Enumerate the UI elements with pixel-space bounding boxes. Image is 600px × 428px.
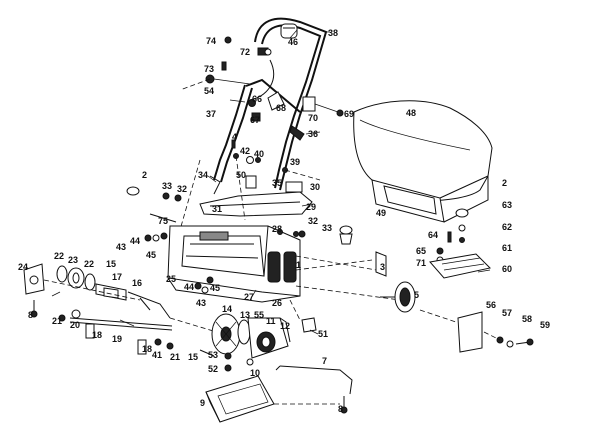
label-8b: 8 [338,404,343,414]
label-66: 66 [252,94,262,104]
label-74: 74 [206,36,216,46]
label-67: 67 [250,115,260,125]
label-29: 29 [306,202,316,212]
label-59: 59 [540,320,550,330]
label-37: 37 [206,109,216,119]
label-13: 13 [240,310,250,320]
label-34: 34 [198,170,208,180]
right-side-parts [375,208,534,353]
label-44a: 44 [130,236,140,246]
label-45a: 45 [146,250,156,260]
label-22a: 22 [54,251,64,261]
label-30: 30 [310,182,320,192]
callout-labels: 74 46 38 72 73 54 66 68 67 37 70 69 48 3… [18,28,550,414]
bottom-parts [205,365,353,423]
label-27: 27 [244,292,254,302]
label-33b: 33 [322,223,332,233]
label-14: 14 [222,304,232,314]
label-31: 31 [212,204,222,214]
label-36: 36 [308,129,318,139]
leader-lines [51,29,491,335]
label-70: 70 [308,113,318,123]
label-32b: 32 [308,216,318,226]
label-45b: 45 [210,283,220,293]
label-7: 7 [322,356,327,366]
label-46: 46 [288,37,298,47]
label-43a: 43 [116,242,126,252]
label-72: 72 [240,47,250,57]
motor-assembly [199,299,317,372]
label-11: 11 [266,316,276,326]
label-2a: 2 [142,170,147,180]
shaft-assembly [23,263,231,355]
handle-assembly [179,17,344,231]
label-62: 62 [502,222,512,232]
label-53: 53 [208,350,218,360]
label-15a: 15 [106,259,116,269]
label-4: 4 [232,132,237,142]
main-housing [126,186,401,303]
grass-bag [353,100,493,223]
label-12: 12 [280,321,290,331]
label-43b: 43 [196,298,206,308]
label-63: 63 [502,200,512,210]
label-15b: 15 [188,352,198,362]
label-3: 3 [380,262,385,272]
label-28: 28 [272,224,282,234]
label-58: 58 [522,314,532,324]
label-38: 38 [328,28,338,38]
label-49: 49 [376,208,386,218]
label-50: 50 [236,170,246,180]
label-21b: 21 [170,352,180,362]
label-10: 10 [250,368,260,378]
label-1: 1 [296,260,301,270]
label-18a: 18 [92,330,102,340]
label-19: 19 [112,334,122,344]
label-55: 55 [254,310,264,320]
label-20: 20 [70,320,80,330]
label-51: 51 [318,329,328,339]
label-25: 25 [166,274,176,284]
label-52: 52 [208,364,218,374]
label-23: 23 [68,255,78,265]
label-48: 48 [406,108,416,118]
label-56: 56 [486,300,496,310]
label-54: 54 [204,86,214,96]
label-2b: 2 [502,178,507,188]
label-32a: 32 [177,184,187,194]
label-75: 75 [158,216,168,226]
label-44b: 44 [184,282,194,292]
label-61: 61 [502,243,512,253]
label-9: 9 [200,398,205,408]
label-8a: 8 [28,310,33,320]
label-21a: 21 [52,316,62,326]
label-68: 68 [276,103,286,113]
label-40: 40 [254,149,264,159]
label-35: 35 [272,178,282,188]
label-42: 42 [240,146,250,156]
label-71: 71 [416,258,426,268]
label-39: 39 [290,157,300,167]
label-22b: 22 [84,259,94,269]
label-18b: 18 [142,344,152,354]
label-41: 41 [152,350,162,360]
label-33a: 33 [162,181,172,191]
label-65: 65 [416,246,426,256]
label-57: 57 [502,308,512,318]
label-24: 24 [18,262,28,272]
label-60: 60 [502,264,512,274]
label-64: 64 [428,230,438,240]
label-73: 73 [204,64,214,74]
label-69: 69 [344,109,354,119]
label-16: 16 [132,278,142,288]
label-26: 26 [272,298,282,308]
label-5: 5 [414,290,419,300]
label-17: 17 [112,272,122,282]
